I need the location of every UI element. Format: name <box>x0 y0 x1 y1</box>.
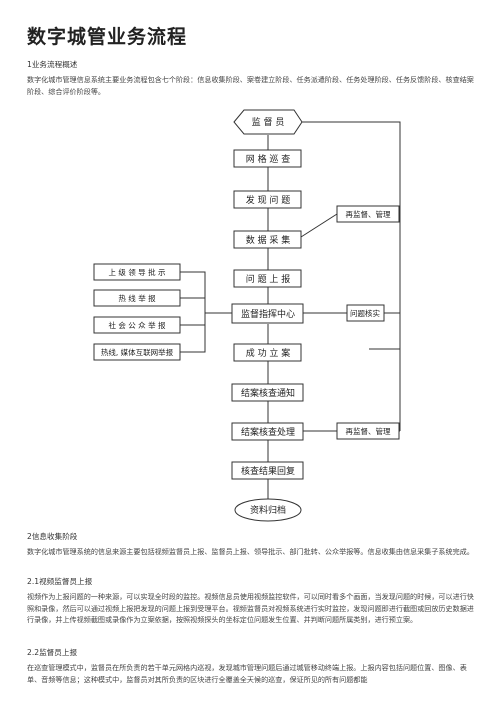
flow-step-label: 网 格 巡 查 <box>246 153 291 165</box>
flow-step-box <box>233 343 302 362</box>
side-left-label: 热线, 媒体互联网举报 <box>101 347 174 357</box>
side-right-label: 再监督、管理 <box>346 426 391 436</box>
flow-step-label: 问 题 上 报 <box>246 273 291 285</box>
side-box-left <box>93 316 181 334</box>
side-left-label: 上 级 领 导 批 示 <box>109 267 166 277</box>
flow-step-box <box>233 230 302 249</box>
section-heading: 2.1视频监督员上报 <box>27 577 93 586</box>
section-heading: 2.2监督员上报 <box>27 648 78 657</box>
flow-step-label: 结案核查处理 <box>241 426 295 438</box>
flow-step-box <box>231 383 304 402</box>
section-body: 视频作为上报问题的一种来源，可以实现全时段的监控。视频信息员使用视频监控软件，可… <box>27 592 474 624</box>
flow-step-box <box>233 149 302 168</box>
side-box-left <box>93 263 181 281</box>
side-box-left <box>93 289 181 307</box>
flow-step-box <box>233 190 302 209</box>
end-shape <box>234 498 302 522</box>
flow-step-box <box>231 303 304 324</box>
side-left-label: 社 会 公 众 举 报 <box>109 320 166 330</box>
flow-step-box <box>231 422 304 441</box>
section-heading: 1业务流程概述 <box>27 60 78 69</box>
side-left-label: 热 线 举 报 <box>118 293 156 303</box>
flowchart: 监 督 员 网 格 巡 查 发 现 问 题 数 据 采 集 问 题 上 报 监督… <box>93 109 401 522</box>
section-body: 在巡查管理模式中，监督员在所负责的若干单元网格内巡视，发现城市管理问题后通过城管… <box>27 663 467 684</box>
side-box-right <box>336 422 400 440</box>
section-heading: 2信息收集阶段 <box>27 532 78 541</box>
side-right-label: 问题核实 <box>350 308 380 318</box>
side-box-right <box>346 304 385 322</box>
flow-step-box <box>233 269 302 288</box>
page-title: 数字城管业务流程 <box>27 26 188 48</box>
flow-step-label: 核查结果回复 <box>241 465 295 477</box>
section-body: 数字化城市管理系统的信息来源主要包括视频监督员上报、监督员上报、领导批示、部门批… <box>27 547 474 556</box>
flow-step-label: 监督指挥中心 <box>241 308 295 320</box>
flow-end-label: 资料归档 <box>250 504 286 516</box>
flow-start-label: 监 督 员 <box>252 116 285 128</box>
flow-step-label: 成 功 立 案 <box>246 347 291 359</box>
section-body: 数字化城市管理信息系统主要业务流程包含七个阶段：信息收集阶段、案卷建立阶段、任务… <box>27 75 474 96</box>
flow-step-label: 结案核查通知 <box>241 387 295 399</box>
side-right-label: 再监督、管理 <box>346 209 391 219</box>
side-box-right <box>336 205 400 223</box>
flow-step-box <box>231 461 304 480</box>
start-shape <box>233 109 303 135</box>
side-box-left <box>93 343 181 361</box>
flow-step-label: 发 现 问 题 <box>246 194 291 206</box>
flow-step-label: 数 据 采 集 <box>246 234 291 246</box>
